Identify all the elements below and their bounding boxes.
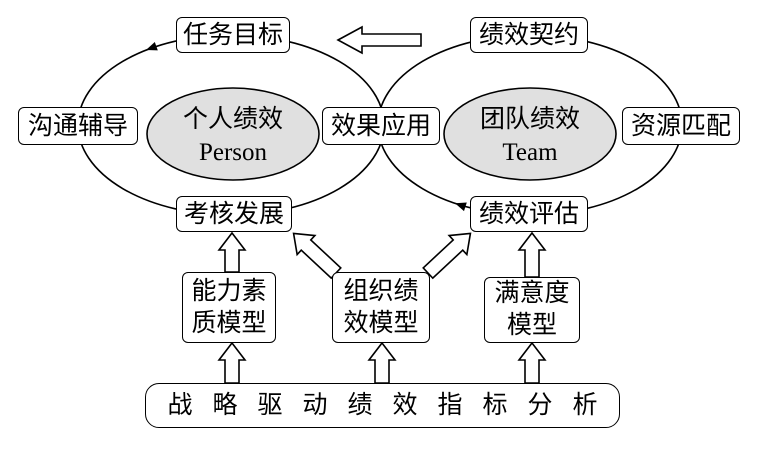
- satisfaction-model-line-1: 满意度: [494, 280, 570, 307]
- competency-model-line-1: 能力素: [191, 277, 267, 305]
- satisfaction-model-box: 满意度 模型: [484, 277, 580, 343]
- hollow-arrow-up-foundation-to-org-model: [367, 341, 397, 384]
- hollow-arrow-up-foundation-to-competency: [217, 341, 247, 384]
- right-loop-arrowhead: [455, 202, 467, 212]
- team-performance-ellipse: [443, 87, 617, 181]
- node-communication-coaching: 沟通辅导: [18, 107, 138, 145]
- node-resource-matching: 资源匹配: [622, 107, 740, 145]
- hollow-arrow-up-foundation-to-satisfaction: [517, 341, 547, 384]
- personal-performance-ellipse: [146, 87, 320, 181]
- org-performance-model-line-2: 效模型: [343, 309, 419, 337]
- node-performance-evaluation: 绩效评估: [470, 196, 588, 232]
- node-appraisal-development: 考核发展: [176, 196, 292, 232]
- personal-performance-label: 个人绩效 Person: [148, 103, 318, 169]
- org-performance-model-box: 组织绩 效模型: [332, 272, 430, 343]
- node-performance-contract: 绩效契约: [470, 17, 588, 53]
- competency-model-box: 能力素 质模型: [182, 272, 276, 343]
- satisfaction-model-line-2: 模型: [506, 312, 557, 339]
- node-result-application: 效果应用: [322, 107, 440, 145]
- hollow-arrow-left: [336, 25, 422, 55]
- team-performance-title: 团队绩效: [479, 106, 580, 133]
- personal-performance-title: 个人绩效: [182, 106, 283, 133]
- node-task-goal: 任务目标: [176, 17, 290, 53]
- left-loop-arrowhead: [146, 42, 158, 51]
- team-performance-subtitle: Team: [502, 139, 558, 166]
- org-performance-model-line-1: 组织绩: [343, 277, 419, 305]
- strategy-kpi-analysis-bar: 战略驱动绩效指标分析: [145, 383, 620, 428]
- hollow-arrow-up-satisfaction-to-evaluation: [517, 231, 547, 278]
- competency-model-line-2: 质模型: [191, 309, 267, 337]
- team-performance-label: 团队绩效 Team: [445, 103, 615, 169]
- personal-performance-subtitle: Person: [198, 139, 268, 166]
- hollow-arrow-up-competency-to-appraisal: [217, 231, 247, 273]
